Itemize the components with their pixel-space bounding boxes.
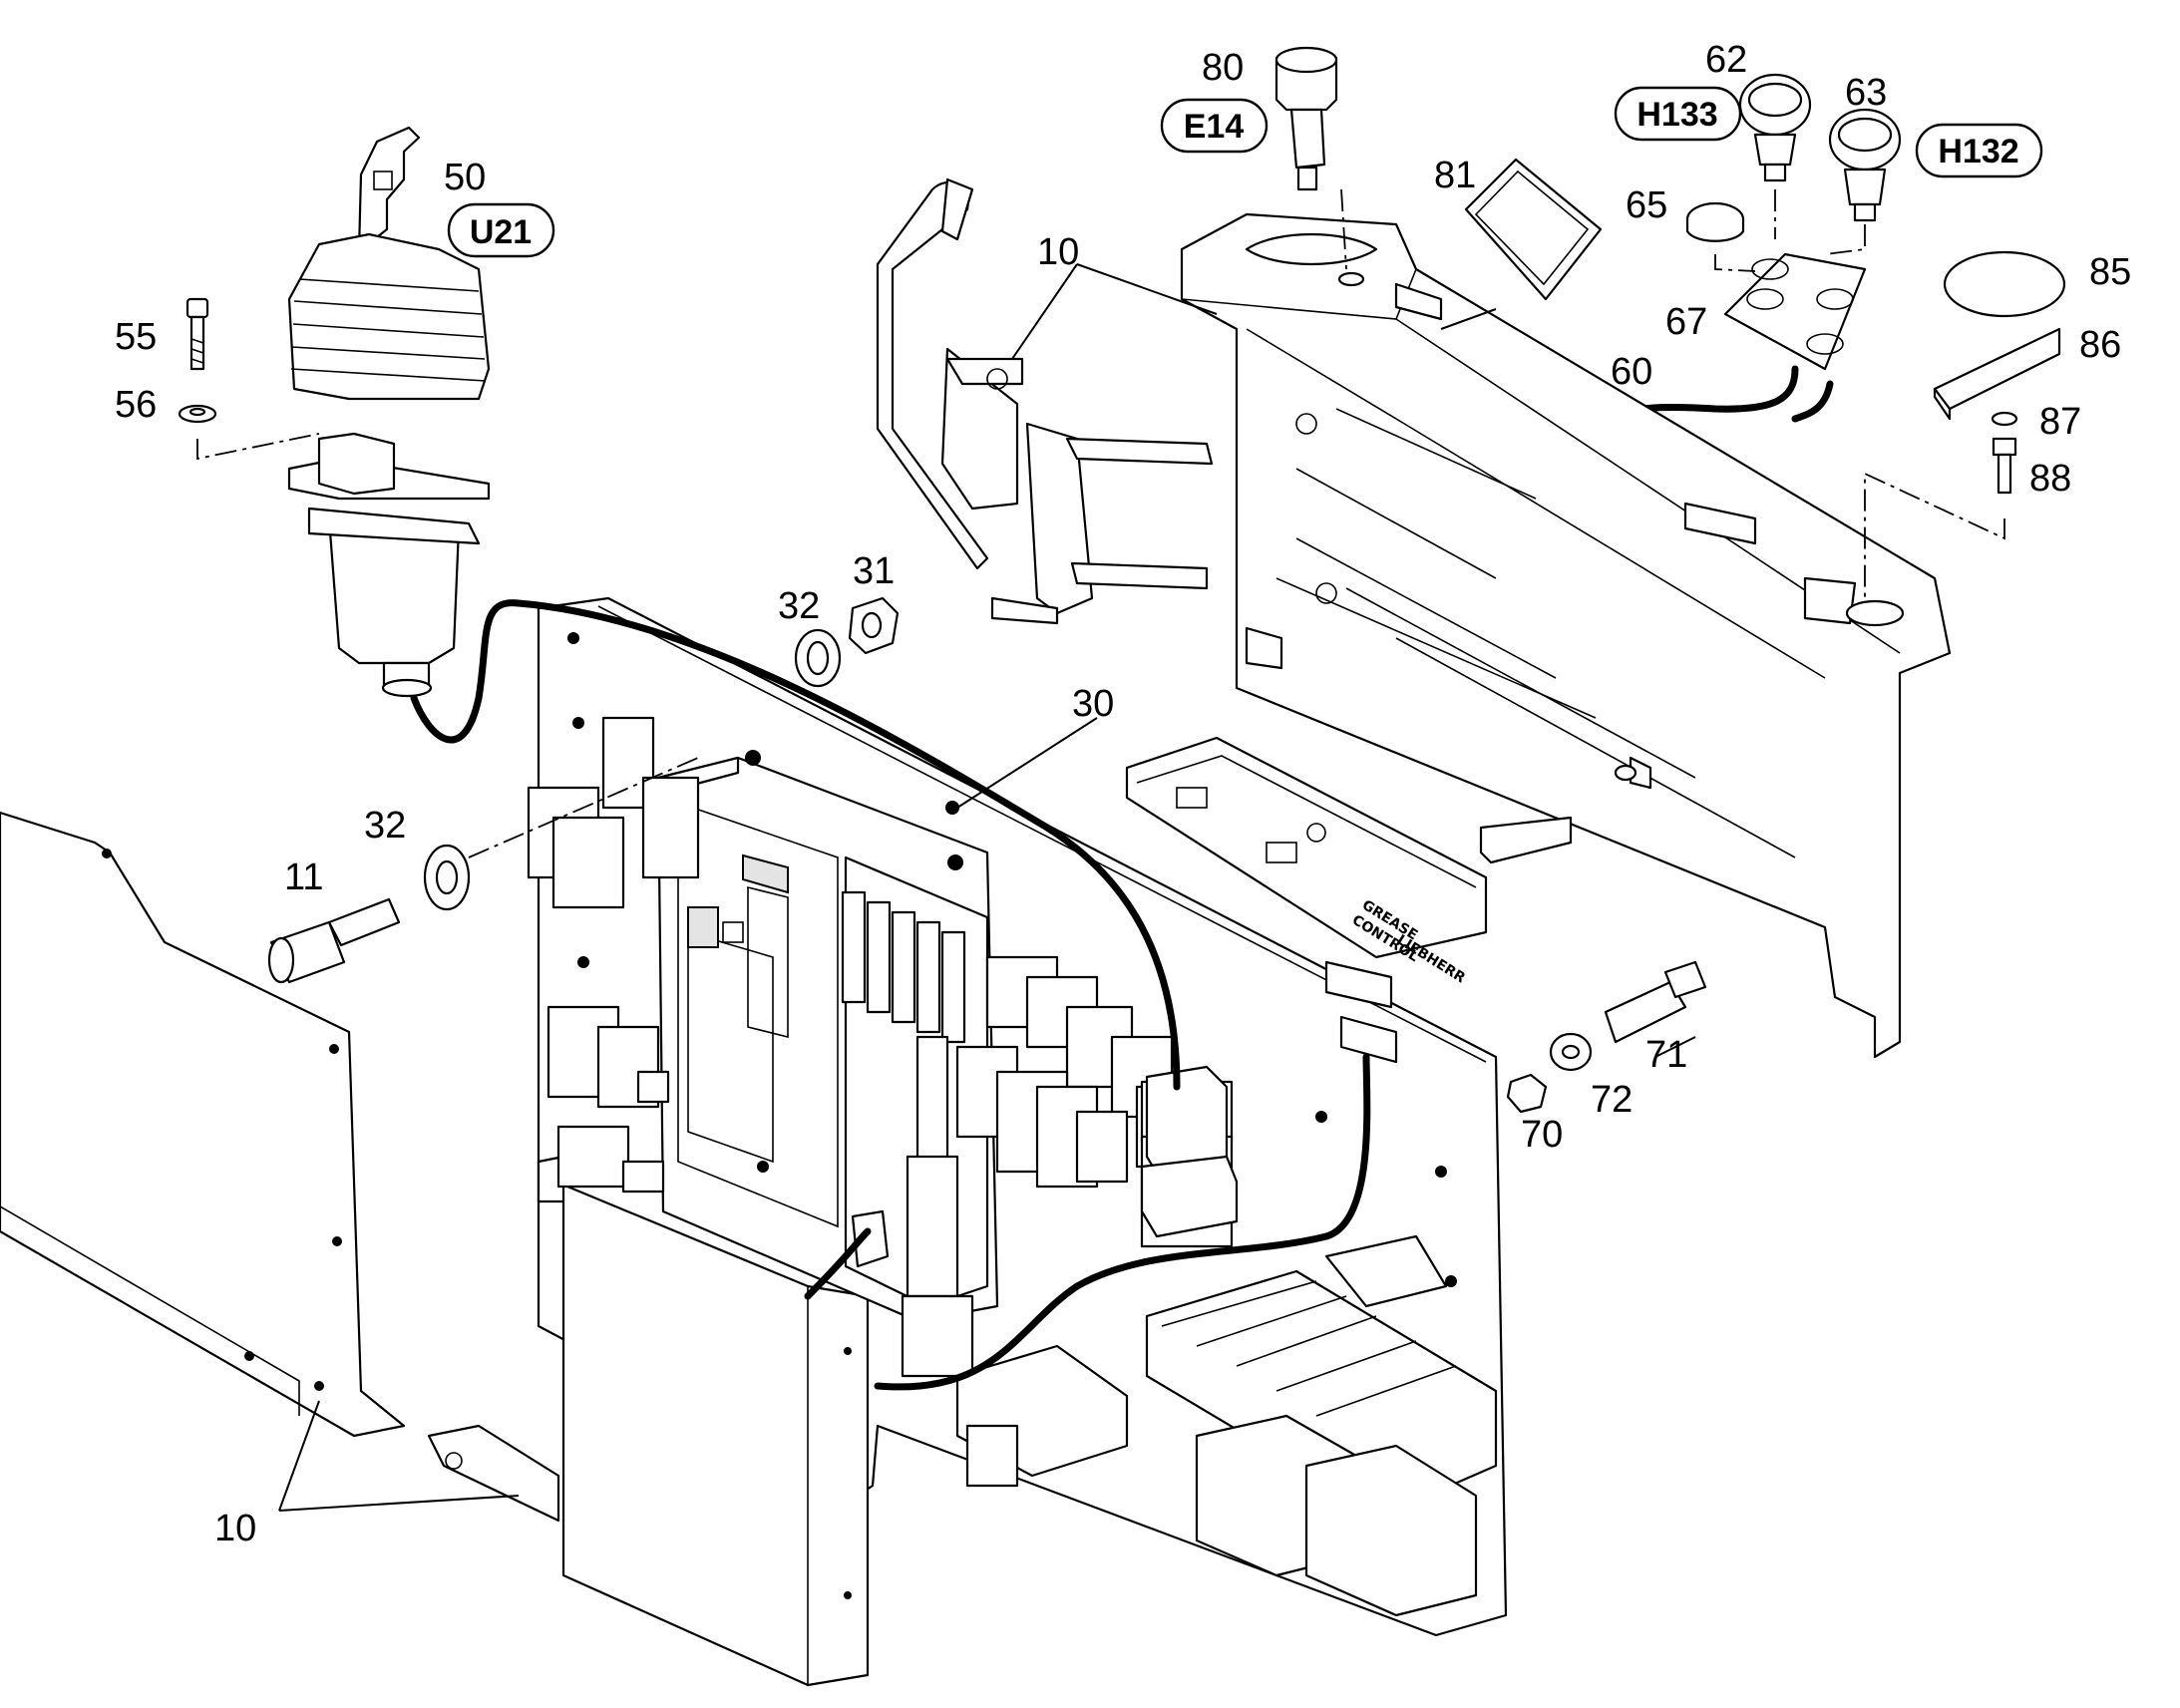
callout-numbers: 10 10 11 30 31 32 32 50 55 56 60 62 63 6…: [115, 39, 2131, 1549]
bracket-86: [1933, 327, 2061, 421]
washer-87: [1991, 411, 2018, 427]
callout-62: 62: [1705, 39, 1747, 81]
callout-50: 50: [444, 157, 486, 198]
lamp-e14: [1274, 46, 1338, 191]
screw-88: [1992, 437, 2017, 495]
callout-31: 31: [853, 550, 895, 592]
assembly-line-55: [196, 433, 320, 461]
console-frame: [1180, 212, 1952, 1059]
cable-harness-30: [410, 599, 1181, 1091]
callout-87: 87: [2039, 401, 2081, 443]
tag-h132: H132: [1915, 123, 2043, 178]
front-lower-cover: [427, 1155, 870, 1687]
callout-60: 60: [1611, 351, 1652, 393]
callout-10-bottom: 10: [214, 1508, 256, 1549]
mounting-plate-67: [1723, 252, 1867, 371]
callout-32-left: 32: [364, 805, 406, 847]
callout-86: 86: [2079, 324, 2121, 366]
display-81: [1464, 158, 1603, 301]
assembly-line-88: [1864, 472, 2005, 598]
tag-e14-text: E14: [1184, 108, 1245, 146]
tag-u21-text: U21: [470, 213, 532, 251]
callout-70: 70: [1521, 1114, 1563, 1156]
bottom-terminal-blocks: [955, 1234, 1498, 1617]
tag-h133: H133: [1614, 86, 1742, 142]
callout-80: 80: [1202, 47, 1244, 89]
left-side-cover-panel: [0, 811, 406, 1438]
tag-u21: U21: [447, 202, 555, 258]
callout-63: 63: [1845, 72, 1887, 114]
callout-67: 67: [1665, 301, 1707, 343]
tag-h132-text: H132: [1938, 133, 2018, 171]
screw-55: [185, 297, 209, 371]
lock-washer-32: [794, 628, 842, 688]
relay-cluster-left: [527, 716, 700, 1194]
terminal-block-row: [841, 890, 966, 1044]
callout-11: 11: [284, 856, 323, 898]
blanking-cap-65: [1685, 201, 1745, 242]
callout-88: 88: [2029, 458, 2071, 500]
cap-screw-11: [267, 897, 401, 984]
washer-56: [178, 404, 217, 424]
switch-h133: [1738, 73, 1812, 182]
nut-70: [1506, 1073, 1548, 1114]
callout-81: 81: [1434, 155, 1476, 196]
hex-nut-31: [848, 596, 900, 655]
cable-connector-block: [851, 1065, 1239, 1268]
leader-lines: [278, 263, 1696, 1512]
callout-32-top: 32: [778, 585, 820, 627]
tag-e14: E14: [1160, 98, 1269, 154]
cable-harness-lower: [804, 1053, 1371, 1391]
callout-65: 65: [1626, 184, 1667, 226]
washer-72: [1549, 1032, 1593, 1072]
callout-71: 71: [1645, 1034, 1687, 1076]
switch-h132: [1828, 108, 1902, 222]
callout-55: 55: [115, 316, 157, 358]
ring-85: [1943, 250, 2066, 318]
joystick-u21: [287, 126, 491, 698]
assembly-line-11: [468, 757, 699, 858]
assembly-line-62-63: [1774, 189, 1866, 255]
controller-module: [656, 750, 999, 1323]
screw-71: [1604, 960, 1707, 1044]
assembly-line-80: [1340, 188, 1347, 270]
tag-h133-text: H133: [1636, 96, 1717, 134]
callout-72: 72: [1591, 1079, 1633, 1121]
sub-d-connector: [1324, 960, 1398, 1064]
lever-bracket-assembly: [876, 177, 1214, 625]
washer-32-left: [423, 844, 471, 911]
callout-10-top: 10: [1037, 231, 1079, 273]
callout-30: 30: [1072, 683, 1114, 725]
callout-85: 85: [2089, 251, 2131, 293]
callout-56: 56: [115, 384, 157, 426]
assembly-line-65: [1714, 254, 1756, 272]
